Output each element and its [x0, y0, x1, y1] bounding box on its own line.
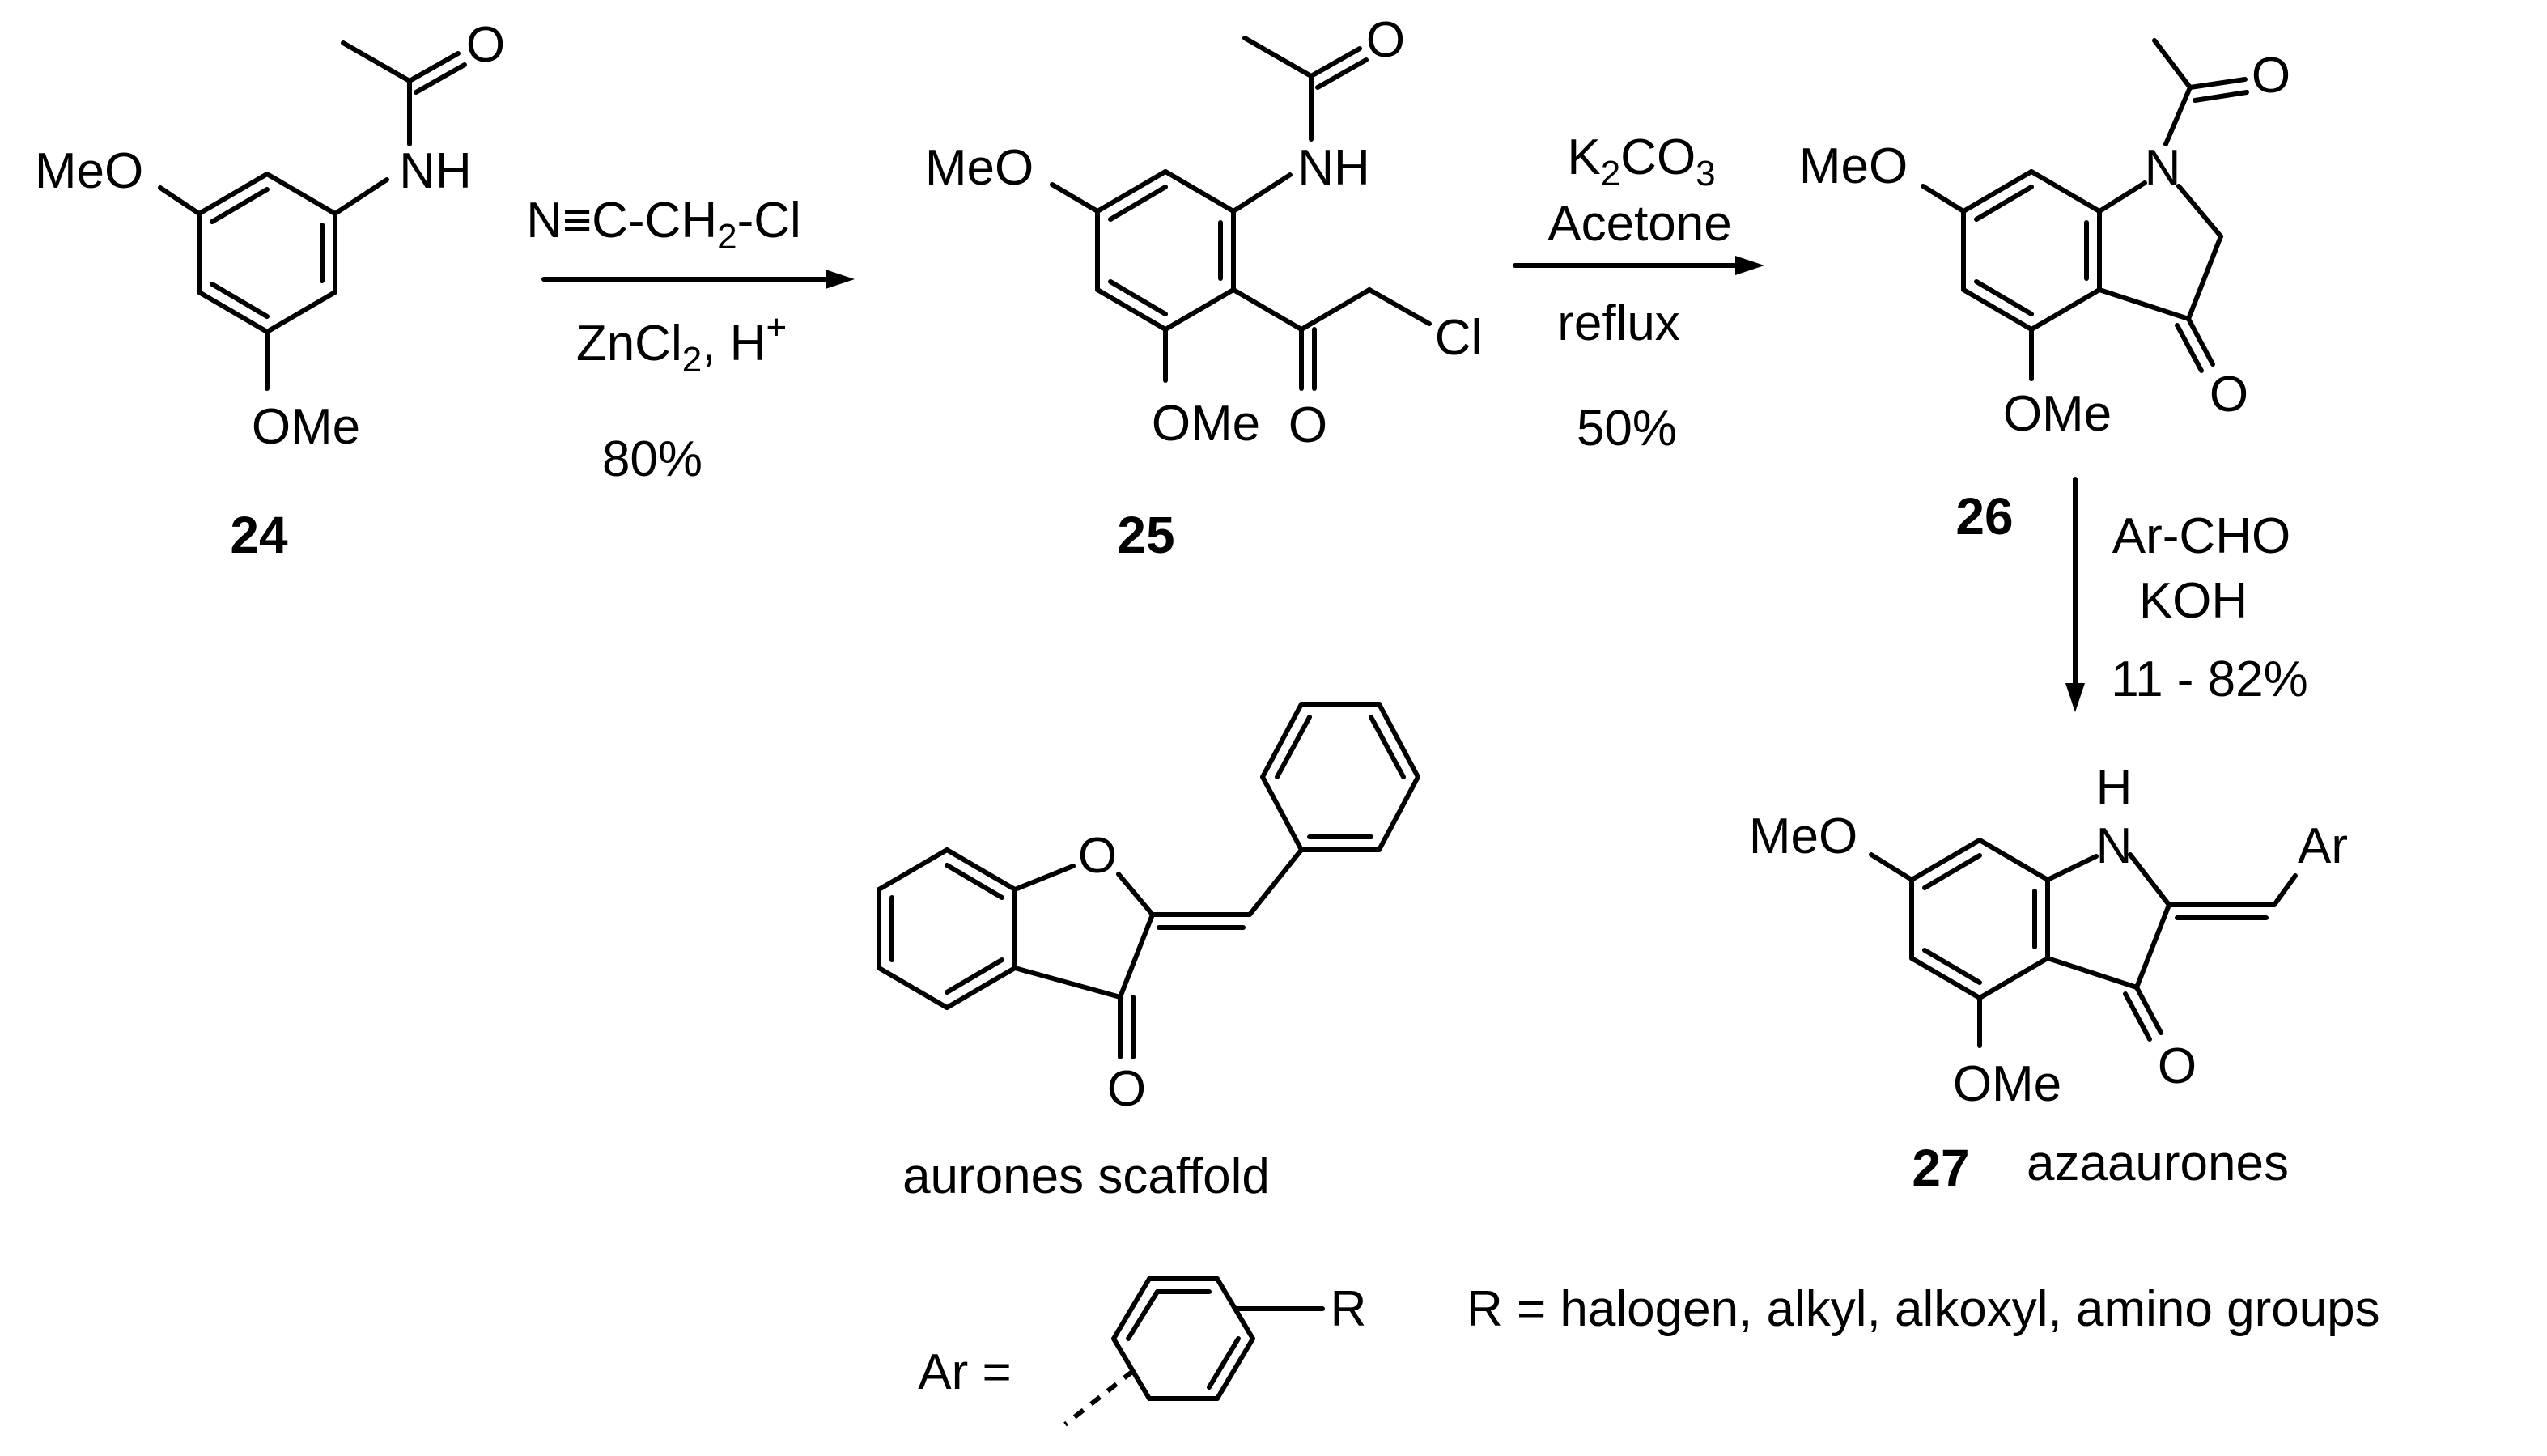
c26-carbonyl-o-label: O	[2252, 48, 2290, 104]
c25-meo-label: MeO	[925, 140, 1034, 196]
step3-yield: 11 - 82%	[2111, 652, 2308, 707]
compound-24: MeO NH O OMe 24	[35, 17, 505, 564]
step2-reagent-acetone: Acetone	[1547, 196, 1732, 252]
step1-reagent-zncl2: ZnCl2, H+	[576, 308, 787, 380]
step1-yield: 80%	[602, 431, 703, 487]
step2-reagent-k2co3: K2CO3	[1567, 129, 1715, 193]
c24-nh-label: NH	[399, 143, 472, 199]
compound-26: MeO N O OMe O 26	[1799, 38, 2290, 545]
c27-n-label: N	[2096, 818, 2133, 874]
c25-ketone-o-label: O	[1288, 397, 1327, 453]
c27-h-label: H	[2096, 760, 2133, 816]
c27-ome-label: OMe	[1953, 1056, 2061, 1112]
ar-phenyl-ring	[1111, 1276, 1325, 1401]
reaction-step-2: K2CO3 Acetone reflux 50%	[1513, 129, 1764, 456]
step2-arrowhead	[1735, 256, 1764, 275]
c26-meo-label: MeO	[1799, 138, 1908, 194]
step2-yield: 50%	[1577, 401, 1677, 456]
c26-ome-label: OMe	[2003, 386, 2112, 442]
c24-meo-label: MeO	[35, 143, 143, 199]
ar-equals-label: Ar =	[918, 1344, 1011, 1400]
ar-definition: Ar = R R = halogen, alkyl, alkoxyl, amin…	[918, 1276, 2380, 1427]
aurones-scaffold-name: aurones scaffold	[902, 1148, 1270, 1204]
c25-cl-label: Cl	[1435, 310, 1483, 366]
aurones-scaffold: O O aurones scaffold	[877, 702, 1420, 1204]
aurone-ring-o-label: O	[1078, 828, 1117, 884]
step2-condition-reflux: reflux	[1557, 295, 1680, 351]
c27-ketone-o-label: O	[2158, 1038, 2197, 1094]
ar-attachment-bond	[1063, 1369, 1135, 1427]
c25-nh-label: NH	[1297, 140, 1370, 196]
reaction-step-3: Ar-CHO KOH 11 - 82%	[2065, 477, 2308, 712]
compound-number-24: 24	[230, 506, 288, 564]
c25-ome-label: OMe	[1152, 396, 1260, 452]
reaction-step-1: N≡C-CH2-Cl ZnCl2, H+ 80%	[526, 193, 855, 487]
compound-27: MeO H N Ar OMe O 27 azaaurones	[1749, 760, 2348, 1197]
r-definition-text: R = halogen, alkyl, alkoxyl, amino group…	[1467, 1281, 2380, 1337]
compound-25: MeO NH O OMe O Cl 25	[925, 12, 1482, 564]
step3-reagent-koh: KOH	[2139, 573, 2248, 629]
c27-meo-label: MeO	[1749, 809, 1857, 864]
c24-carbonyl-o-label: O	[466, 17, 505, 73]
c26-n-label: N	[2145, 140, 2181, 196]
compound-number-26: 26	[1955, 487, 2013, 545]
c25-carbonyl-o-label: O	[1366, 12, 1405, 68]
c27-ar-label: Ar	[2298, 818, 2348, 874]
step1-reagent-chloroacetonitrile: N≡C-CH2-Cl	[526, 193, 801, 257]
c26-ketone-o-label: O	[2210, 367, 2248, 422]
compound-27-name: azaaurones	[2027, 1136, 2289, 1191]
step1-arrowhead	[826, 270, 855, 289]
c24-ome-label: OMe	[252, 399, 360, 455]
step3-arrowhead	[2065, 683, 2085, 712]
aurone-ketone-o-label: O	[1107, 1061, 1146, 1117]
compound-number-25: 25	[1117, 506, 1174, 564]
compound-number-27: 27	[1912, 1139, 1969, 1197]
r-substituent-label: R	[1331, 1281, 1367, 1337]
step3-reagent-archo: Ar-CHO	[2112, 508, 2290, 564]
